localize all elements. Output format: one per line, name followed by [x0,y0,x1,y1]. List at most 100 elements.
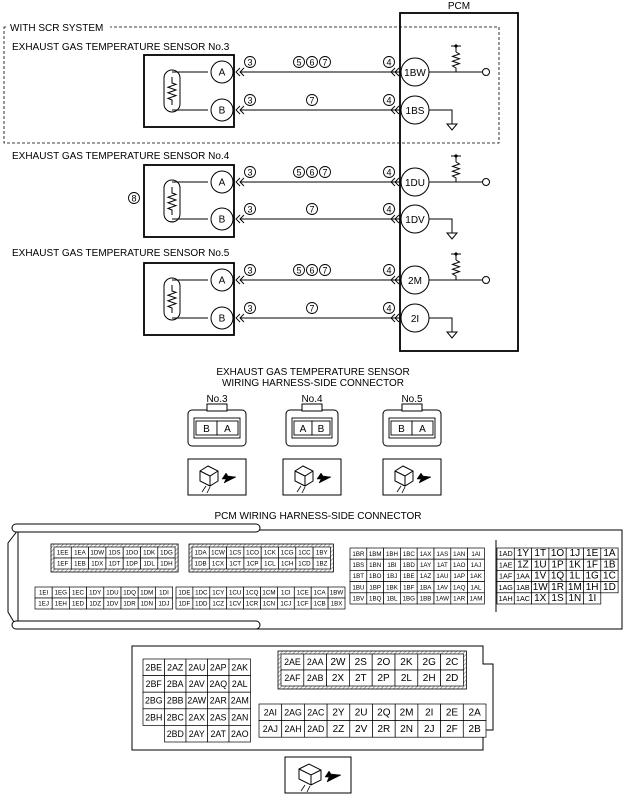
terminal-label: 2BH [145,712,162,722]
segment-number: 4 [386,167,391,177]
segment-number-circle [293,264,305,276]
terminal-label: 1DE [178,590,190,597]
pcm-terminal-label: 1DU [405,178,425,189]
sensor-pin-a [210,170,234,194]
terminal-label: 1AF [499,572,513,581]
pcm-connector-2-tab [483,663,494,731]
terminal-label: 1CI [281,590,291,597]
thermistor-symbol [163,277,181,321]
terminal-label: 2K [400,657,413,668]
segment-number: 3 [247,265,252,275]
terminal-label: 1AA [516,572,530,581]
segment-number: 4 [386,303,391,313]
terminal-label: 1DI [159,590,169,597]
terminal-label: 2BG [145,696,163,706]
terminal-cell [467,592,485,605]
pcm-terminal-label: 1DV [405,215,425,226]
terminal-label: 1O [551,548,565,559]
sensor-connector-label: No.3 [206,394,228,405]
terminal-label: 1BC [403,551,416,558]
terminal-label: 1EB [74,561,86,568]
terminal-label: 1BN [369,562,381,569]
terminal-label: 1BK [386,584,399,591]
ground-symbol [445,331,459,339]
terminal-label: 1EH [55,601,67,608]
segment-number-circle [306,166,318,178]
sensor-title-no3: EXHAUST GAS TEMPERATURE SENSOR No.3 [12,42,230,53]
terminal-label: 1EF [57,561,69,568]
terminal-label: 2AO [231,729,249,739]
pcm-view-direction-icon [284,756,352,794]
terminal-label: 2U [355,707,368,718]
terminal-label: 1CV [229,601,242,608]
segment-number: 4 [386,95,391,105]
terminal-label: 1CU [229,590,241,597]
terminal-label: 1CW [211,550,225,557]
terminal-label: 1H [586,582,599,593]
terminal-label: 1AU [436,573,448,580]
terminal-label: 1DT [109,561,121,568]
terminal-label: 2G [423,657,437,668]
segment-number: 4 [386,204,391,214]
view-direction-icon [282,458,342,496]
terminal-cell [312,557,331,570]
terminal-label: 1AI [471,551,481,558]
terminal-label: 2AC [307,707,325,717]
terminal-label: 1BY [316,550,328,557]
pcm-terminal-label: 2I [411,314,419,325]
terminal-label: 1AC [516,594,530,603]
scr-system-label: WITH SCR SYSTEM [10,23,103,34]
terminal-label: 1DA [195,550,208,557]
terminal-label: 1R [551,582,564,593]
terminal-label: 1BM [369,551,382,558]
terminal-label: 1N [568,593,581,604]
sensor-note-circle [128,192,140,204]
segment-number-circle [383,94,395,106]
terminal-label: 2A [469,707,482,718]
sensor-connector-title-line1: EXHAUST GAS TEMPERATURE SENSOR [216,367,409,378]
terminal-label: 2BB [167,696,184,706]
terminal-label: 1D [603,582,616,593]
terminal-label: 2L [401,673,413,684]
terminal-label: 1CN [263,601,275,608]
terminal-label: 2BD [167,729,184,739]
terminal-label: 2O [377,657,391,668]
terminal-label: 1AX [420,551,432,558]
terminal-cell [462,720,487,738]
terminal-label: 2AK [231,662,248,672]
ground-symbol [445,123,459,131]
terminal-label: 2BF [146,679,163,689]
segment-number: 6 [309,265,314,275]
terminal-label: 1AM [470,596,483,603]
terminal-label: 2C [446,657,459,668]
terminal-label: 1Q [551,571,565,582]
pcm-connector-1-bottom-rail [11,620,261,630]
terminal-label: 1BA [420,584,433,591]
segment-number-circle [306,302,318,314]
terminal-label: 2AZ [167,662,184,672]
thermistor-symbol [163,69,181,113]
sensor-title-no5: EXHAUST GAS TEMPERATURE SENSOR No.5 [12,248,230,259]
view-direction-icon [382,458,442,496]
terminal-label: 1AB [516,583,530,592]
segment-number-circle [306,56,318,68]
segment-number-circle [383,56,395,68]
terminal-label: 1AY [420,562,431,569]
ground-symbol [445,232,459,240]
connector-pin-label: A [419,424,426,435]
segment-number: 7 [322,57,327,67]
terminal-label: 1EG [55,590,68,597]
connector-chevron [235,105,245,115]
terminal-label: 2AW [187,696,206,706]
terminal-label: 1CS [229,550,241,557]
sensor-connector-label: No.4 [301,394,323,405]
terminal-label: 1AZ [420,573,432,580]
terminal-label: 2AR [210,696,227,706]
pcm-input-node [482,68,490,76]
terminal-label: 2E [446,707,459,718]
terminal-label: 1L [569,571,581,582]
sensor-connector-label: No.5 [401,394,423,405]
